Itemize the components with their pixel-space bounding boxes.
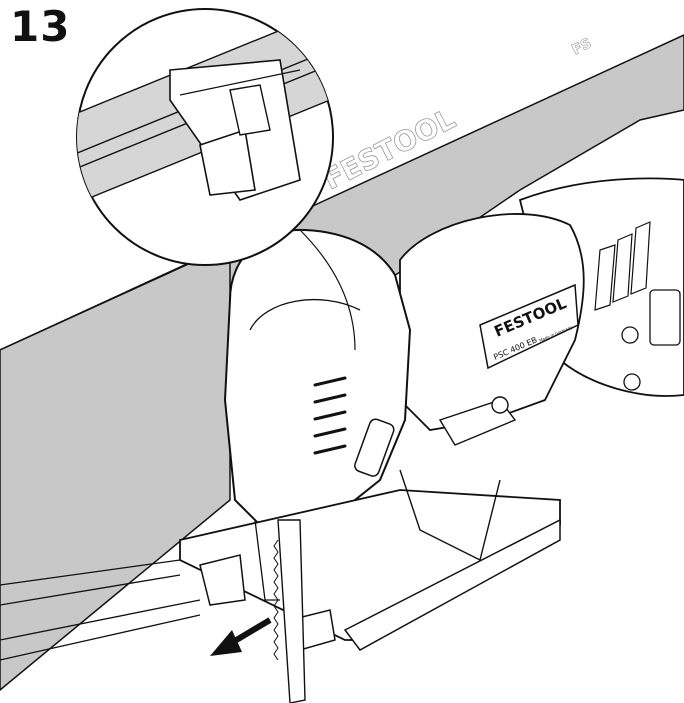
rail-groove <box>0 559 181 586</box>
saw-blade <box>254 519 306 703</box>
saw-front-cap <box>223 228 412 532</box>
nameplate <box>479 283 579 370</box>
step-number: 13 <box>10 2 71 51</box>
rail-body <box>0 243 231 691</box>
rail-groove <box>0 614 201 661</box>
arrow-icon <box>210 617 272 656</box>
guide-shoe <box>199 554 246 606</box>
jigsaw-body: FESTOOL PSC 400 EB Made in Germany <box>223 213 585 532</box>
rail-code-label: FS <box>570 35 595 58</box>
base-plate <box>179 469 561 651</box>
rail-groove <box>0 574 181 606</box>
rail-groove <box>0 599 201 641</box>
detail-magnifier <box>76 8 334 266</box>
